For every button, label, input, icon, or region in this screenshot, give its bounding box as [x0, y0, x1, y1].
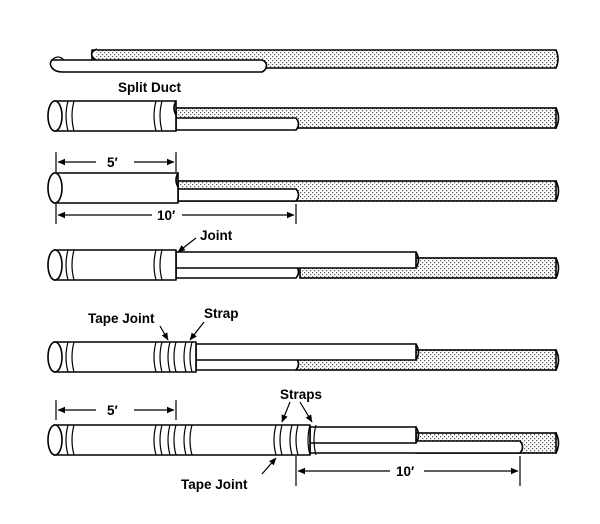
joint-leader [177, 237, 197, 253]
tape-band [153, 424, 163, 456]
tape-band [153, 100, 163, 132]
duct-end [47, 249, 63, 281]
dimension-label-5ft: 5′ [107, 403, 118, 418]
dimension-label-10ft: 10′ [157, 208, 175, 223]
dimension-label-10ft: 10′ [396, 464, 414, 479]
straps-label: Straps [280, 387, 322, 402]
step-6-completed-assembly: 5′ Straps Tape Joint 10′ [47, 387, 560, 492]
tape-joint-leader [261, 457, 277, 475]
step-4-joined-assembly: Joint [47, 228, 560, 281]
duct-section [53, 249, 177, 281]
step-3-measured-assembly: 5′ 10′ [47, 152, 560, 224]
tape-band [153, 341, 163, 373]
upper-duct-section [195, 343, 417, 361]
duct-section [53, 341, 197, 373]
split-duct-label: Split Duct [118, 80, 182, 95]
strap-band [183, 424, 193, 456]
strap-leader [189, 321, 205, 341]
duct-section [53, 172, 179, 204]
tape-joint-label: Tape Joint [181, 477, 248, 492]
dimension-label-5ft: 5′ [107, 155, 118, 170]
tape-joint-band [273, 424, 283, 456]
upper-duct-section [175, 251, 417, 269]
duct-end [47, 424, 63, 456]
split-duct-lip [51, 56, 65, 61]
split-duct-half [49, 48, 268, 73]
end-band [65, 249, 75, 281]
end-band [65, 424, 75, 456]
duct-lower-half [175, 117, 300, 131]
tape-joint-label: Tape Joint [88, 311, 155, 326]
end-band [65, 341, 75, 373]
strap-band [183, 341, 193, 373]
duct-lower-half [177, 188, 300, 202]
tape-joint-band [167, 341, 177, 373]
strap-band [289, 424, 299, 456]
duct-lower-half [309, 440, 524, 454]
straps-leader [281, 401, 291, 423]
duct-section [53, 100, 177, 132]
duct-end [47, 341, 63, 373]
strap-band [307, 424, 317, 456]
tape-joint-leader [159, 325, 169, 341]
tape-band [153, 249, 163, 281]
step-5-taped-assembly: Tape Joint Strap [47, 306, 560, 373]
duct-section [53, 424, 311, 456]
step-1-split-duct [49, 48, 559, 73]
end-band [65, 100, 75, 132]
duct-end [47, 172, 63, 204]
tape-joint-band [167, 424, 177, 456]
straps-leader [299, 401, 313, 423]
joint-label: Joint [200, 228, 233, 243]
step-2-duct-assembly [47, 100, 560, 132]
strap-label: Strap [204, 306, 239, 321]
upper-duct-section [309, 426, 417, 444]
duct-end [47, 100, 63, 132]
